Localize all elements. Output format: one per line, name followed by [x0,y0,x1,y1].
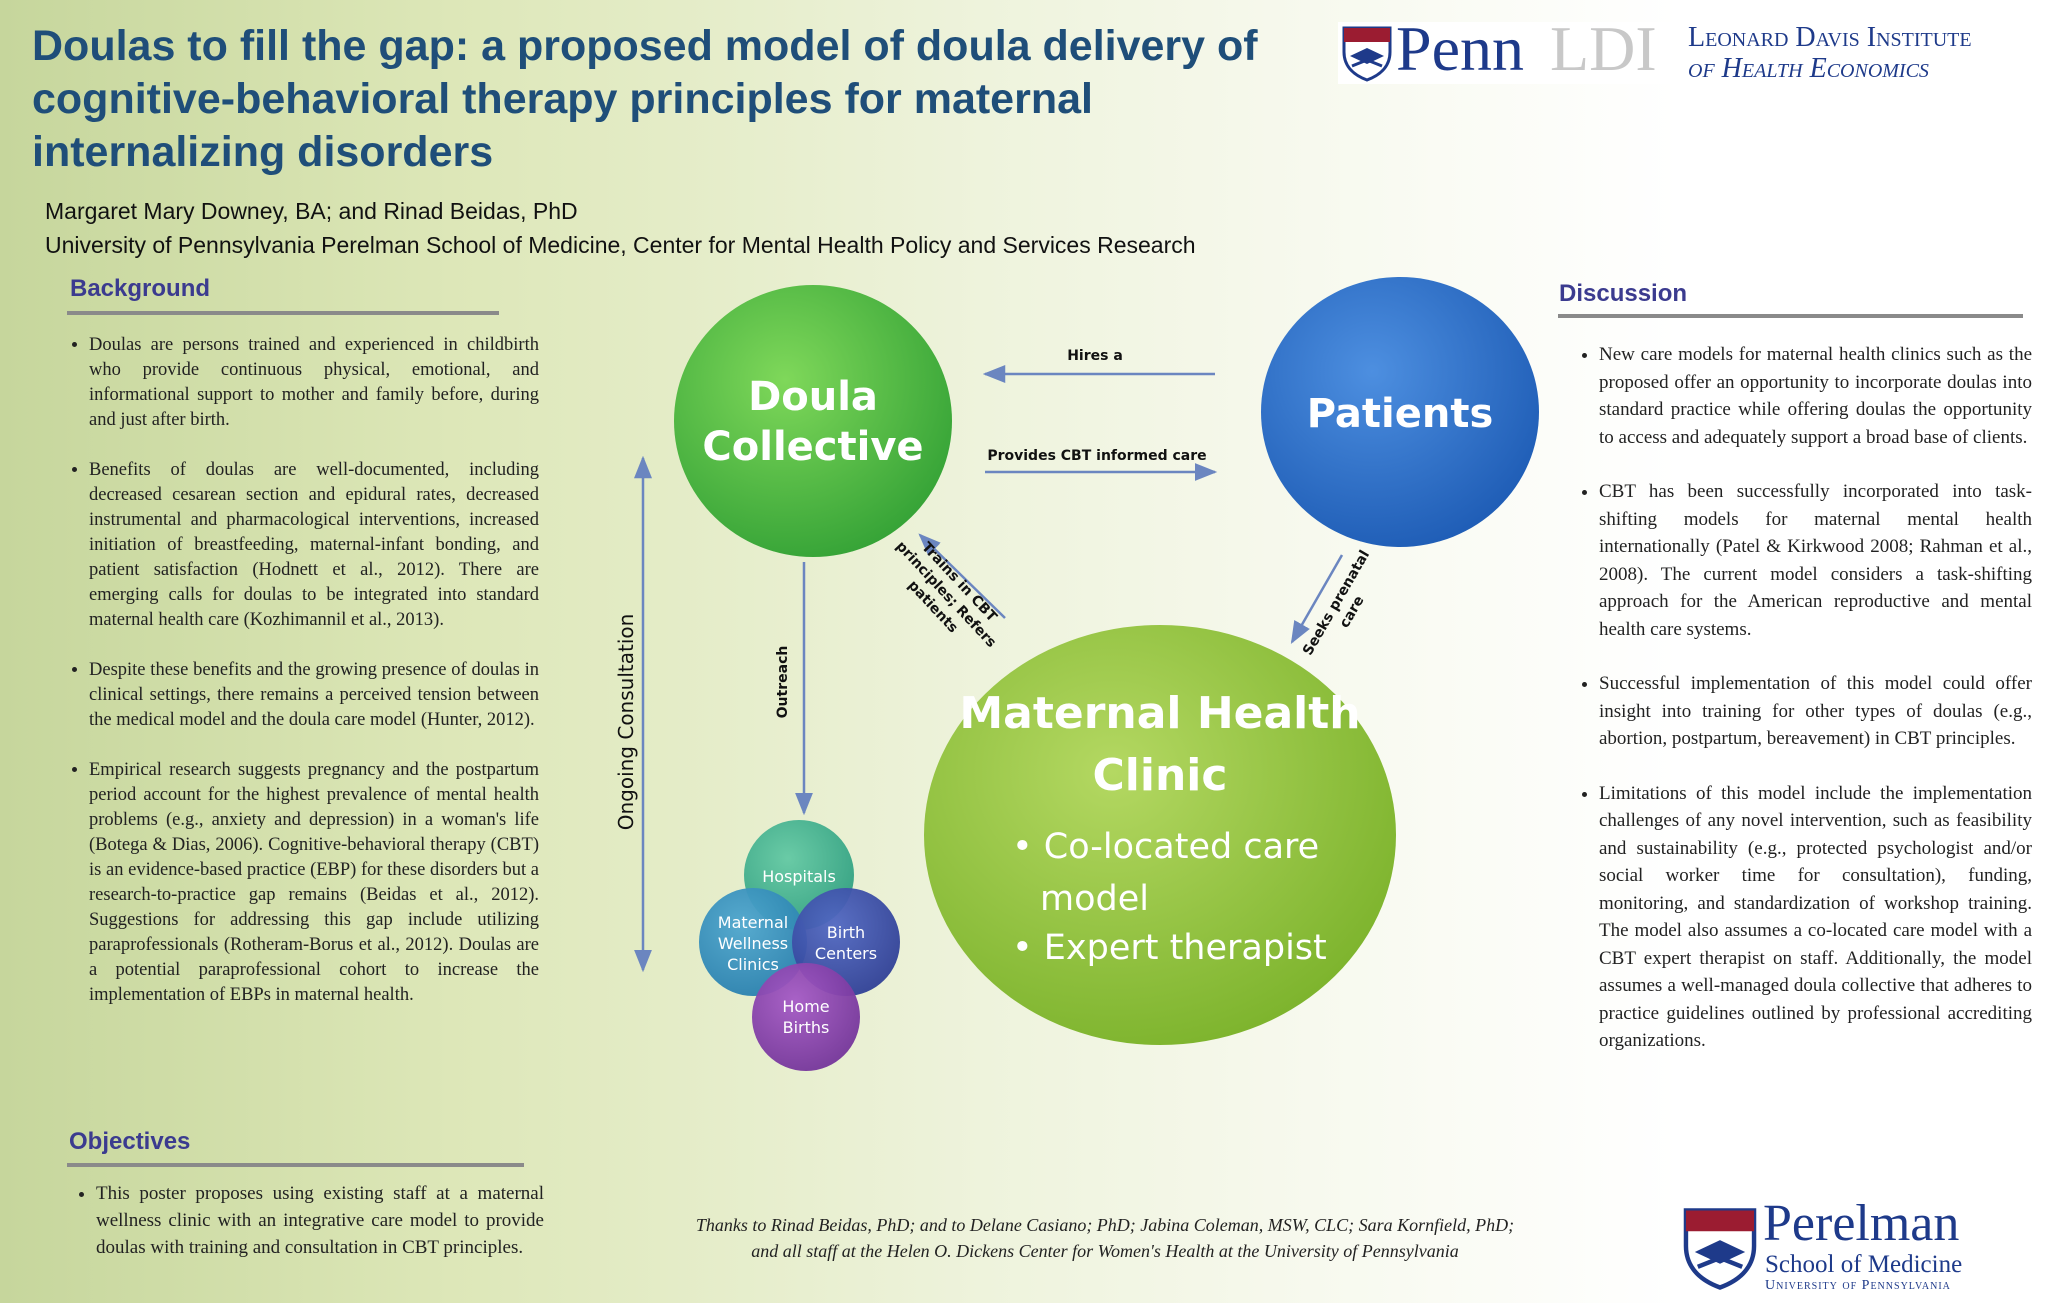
maternal-wellness-node [699,888,807,996]
affiliation: University of Pennsylvania Perelman Scho… [45,232,1196,258]
patients-label: Patients [1307,391,1494,437]
birth-centers-label-1: Birth [827,923,865,942]
poster-title: Doulas to fill the gap: a proposed model… [32,22,1258,176]
discussion-heading: Discussion [1559,280,1688,307]
perelman-logo: Perelman School of Medicine University o… [1675,1195,2005,1298]
perelman-line2: School of Medicine [1765,1251,1963,1278]
clinic-label-2: Clinic [1093,750,1228,801]
discussion-rule [1558,314,2023,318]
collective-label: Collective [702,424,923,470]
clinic-label-1: Maternal Health [959,688,1360,739]
objectives-list: This poster proposes using existing staf… [62,1180,544,1286]
thanks-line-1: Thanks to Rinad Beidas, PhD; and to Dela… [695,1215,1515,1235]
list-item: Doulas are persons trained and experienc… [89,333,539,433]
maternal-wellness-label-3: Clinics [727,955,779,974]
outreach-label: Outreach [775,646,791,719]
list-item: Despite these benefits and the growing p… [89,658,539,733]
clinic-bullet-1b: model [1040,879,1149,919]
discussion-list: New care models for maternal health clin… [1565,341,2032,1082]
penn-ldi-logo: Penn LDI Leonard Davis Institute of Heal… [1338,13,2040,84]
ldi-name-line2: of Health Economics [1688,53,1929,84]
acknowledgements: Thanks to Rinad Beidas, PhD; and to Dela… [640,1212,1570,1264]
background-heading: Background [70,275,211,302]
seeks-arrow [1290,554,1344,644]
hospitals-label: Hospitals [762,867,836,886]
clinic-bullet-1a: • Co-located care [1012,827,1319,867]
list-item: Limitations of this model include the im… [1599,780,2032,1055]
list-item: Empirical research suggests pregnancy an… [89,758,539,1008]
clinic-bullet-2: • Expert therapist [1012,928,1327,968]
penn-wordmark: Penn [1396,13,1524,84]
maternal-health-clinic-node [924,625,1396,1045]
doula-collective-node [674,285,952,557]
perelman-wordmark: Perelman [1763,1195,1960,1252]
ldi-wordmark: LDI [1550,13,1657,84]
birth-centers-label-2: Centers [815,944,877,963]
trains-arrow [918,533,1006,619]
background-list: Doulas are persons trained and experienc… [55,333,539,1033]
provides-label: Provides CBT informed care [987,448,1206,464]
authors: Margaret Mary Downey, BA; and Rinad Beid… [45,198,578,224]
home-births-label-2: Births [783,1018,830,1037]
hires-label: Hires a [1067,348,1123,364]
home-births-label-1: Home [782,997,829,1016]
ldi-name-line1: Leonard Davis Institute [1688,22,1972,53]
penn-shield-icon [1342,26,1392,82]
ongoing-consultation-label: Ongoing Consultation [614,614,638,831]
thanks-line-2: and all staff at the Helen O. Dickens Ce… [751,1241,1459,1261]
doula-label: Doula [748,374,878,420]
objectives-rule [67,1163,524,1167]
list-item: This poster proposes using existing staf… [96,1180,544,1261]
maternal-wellness-label-1: Maternal [718,913,788,932]
home-births-node [752,963,860,1071]
perelman-line3: University of Pennsylvania [1765,1278,1951,1293]
list-item: New care models for maternal health clin… [1599,341,2032,451]
list-item: Benefits of doulas are well-documented, … [89,458,539,633]
objectives-heading: Objectives [69,1128,191,1155]
list-item: Successful implementation of this model … [1599,670,2032,753]
list-item: CBT has been successfully incorporated i… [1599,478,2032,643]
penn-shield-icon [1683,1208,1757,1290]
background-rule [67,311,499,315]
patients-node [1261,277,1539,547]
maternal-wellness-label-2: Wellness [718,934,788,953]
